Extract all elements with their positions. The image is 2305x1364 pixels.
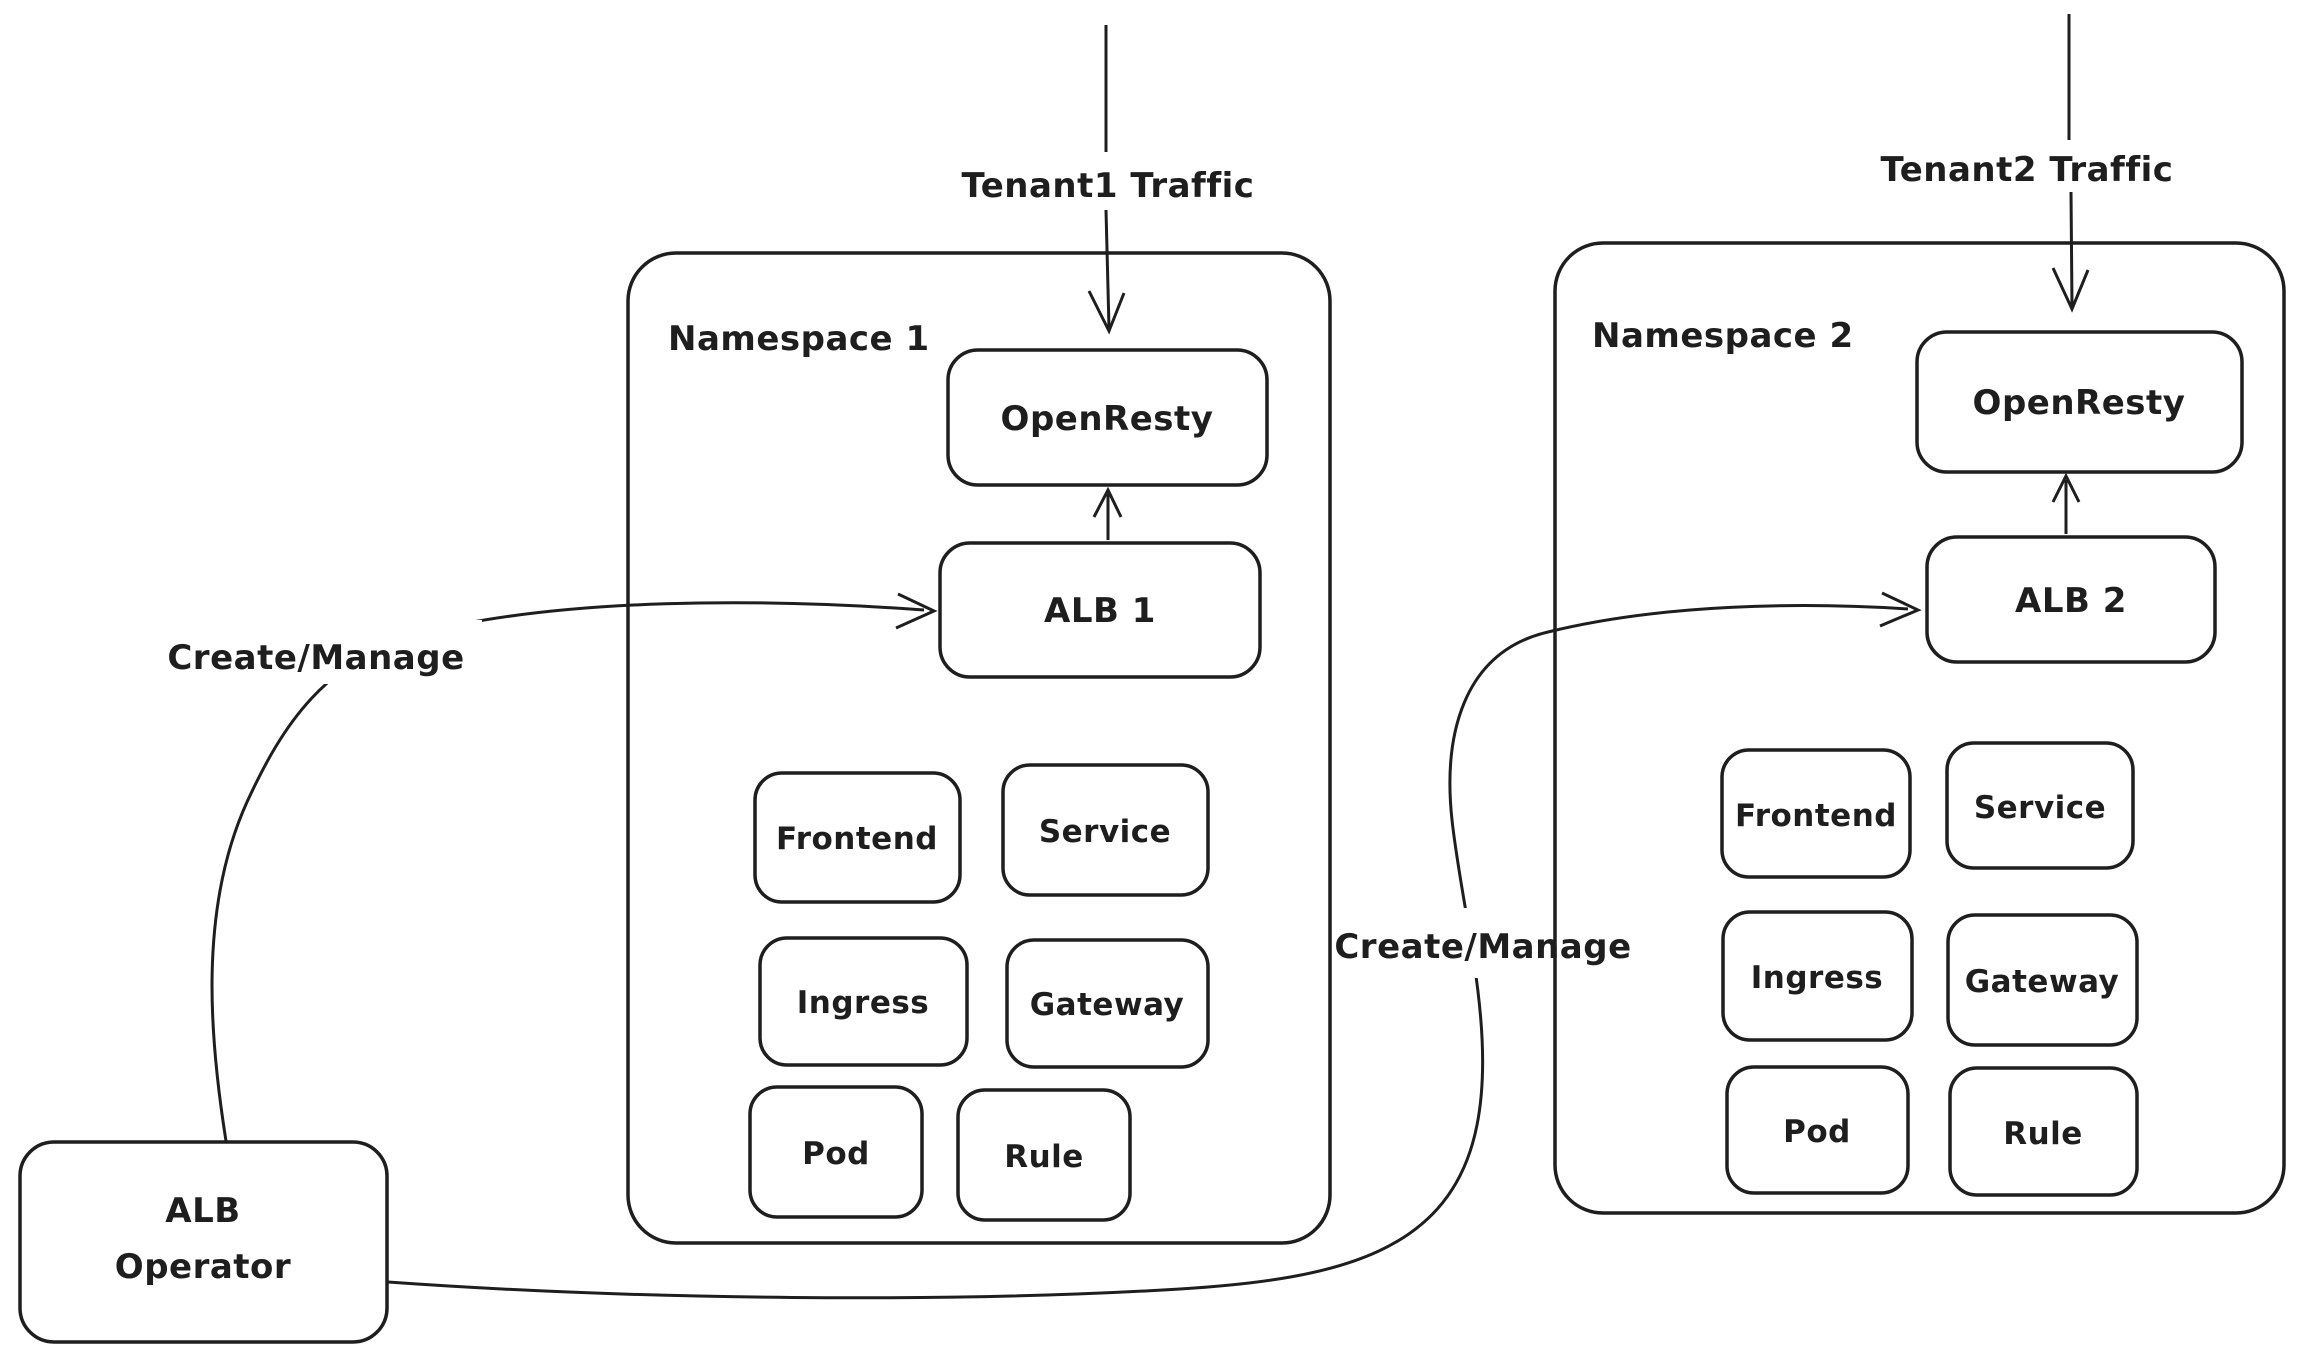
create-manage-left-label: Create/Manage (167, 638, 464, 678)
ns2-service-label: Service (1974, 790, 2106, 826)
tenant2-traffic-arrow (2051, 14, 2090, 313)
ns1-frontend-label: Frontend (776, 821, 938, 857)
namespace2-container (1553, 241, 2286, 1215)
ns1-resource-pod: Pod (748, 1085, 924, 1219)
namespace1-label: Namespace 1 (668, 319, 930, 359)
ns2-frontend-label: Frontend (1735, 798, 1897, 834)
create-manage-right-arrowhead-icon (1879, 591, 1922, 628)
tenant1-arrowhead-icon (1087, 290, 1126, 335)
ns1-resource-ingress: Ingress (758, 936, 969, 1067)
ns2-pod-label: Pod (1783, 1114, 1851, 1150)
namespace1-container (626, 251, 1332, 1245)
create-manage-right-label-mask (1428, 908, 1528, 978)
ns2-resource-rule: Rule (1948, 1066, 2139, 1197)
tenant1-traffic-arrow (1087, 25, 1126, 335)
alb2-to-openresty2-arrow (2051, 472, 2081, 534)
ns2-ingress-label: Ingress (1751, 960, 1884, 996)
alb1-to-openresty1-arrow (1092, 486, 1123, 540)
ns1-resource-frontend: Frontend (753, 771, 962, 904)
openresty1-label: OpenResty (1001, 399, 1214, 439)
ns2-resource-service: Service (1945, 741, 2135, 870)
ns1-resource-service: Service (1001, 763, 1210, 897)
openresty2-label: OpenResty (1973, 383, 2186, 423)
ns1-rule-label: Rule (1004, 1139, 1084, 1175)
alb1-arrowhead-icon (1092, 486, 1123, 518)
create-manage-right-label: Create/Manage (1334, 927, 1631, 967)
namespace2-label: Namespace 2 (1592, 316, 1854, 356)
alb-operator-node: ALB Operator (18, 1140, 389, 1344)
create-manage-arrow-right (387, 591, 1922, 1300)
ns2-gateway-label: Gateway (1965, 964, 2120, 1000)
ns1-service-label: Service (1039, 814, 1171, 850)
alb2-label: ALB 2 (2015, 581, 2127, 621)
ns2-rule-label: Rule (2003, 1116, 2083, 1152)
create-manage-left-arrowhead-icon (895, 592, 938, 630)
ns2-resource-gateway: Gateway (1946, 913, 2139, 1047)
tenant2-traffic-label: Tenant2 Traffic (1881, 150, 2174, 190)
ns1-resource-gateway: Gateway (1005, 938, 1210, 1069)
ns2-resource-pod: Pod (1725, 1065, 1910, 1195)
alb2-arrowhead-icon (2051, 472, 2081, 503)
create-manage-left-label-mask (150, 620, 482, 684)
ns2-resource-frontend: Frontend (1720, 748, 1912, 879)
openresty1-node: OpenResty (946, 348, 1269, 487)
alb2-node: ALB 2 (1925, 535, 2217, 664)
ns1-pod-label: Pod (802, 1136, 870, 1172)
openresty2-node: OpenResty (1915, 330, 2244, 474)
alb-operator-label-line1: ALB (165, 1191, 240, 1231)
ns1-gateway-label: Gateway (1030, 987, 1185, 1023)
ns1-resource-rule: Rule (956, 1088, 1132, 1222)
ns1-ingress-label: Ingress (797, 985, 930, 1021)
alb-operator-label-line2: Operator (115, 1247, 291, 1287)
ns2-resource-ingress: Ingress (1721, 910, 1914, 1042)
alb1-label: ALB 1 (1044, 591, 1156, 631)
tenant1-traffic-label: Tenant1 Traffic (962, 166, 1255, 206)
alb1-node: ALB 1 (938, 541, 1262, 679)
tenant2-arrowhead-icon (2051, 267, 2090, 313)
